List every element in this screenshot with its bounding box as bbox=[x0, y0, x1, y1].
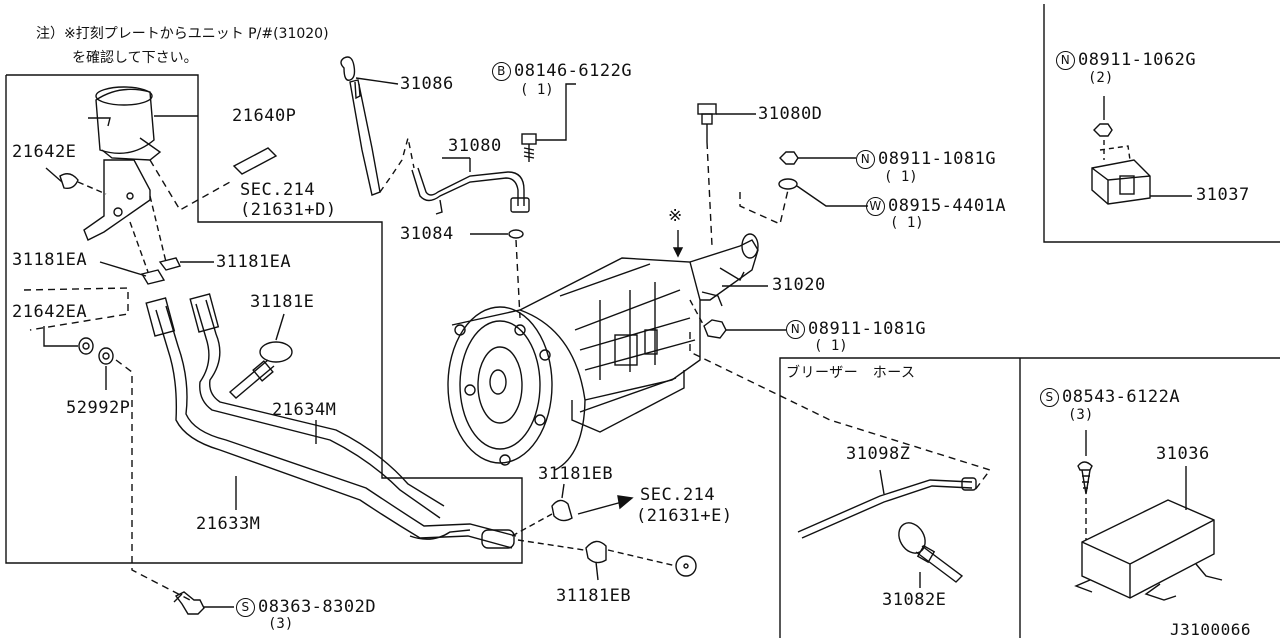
qty-08911-bottom: ( 1) bbox=[814, 338, 848, 354]
washer-08915 bbox=[778, 178, 798, 190]
label-31020: 31020 bbox=[772, 275, 826, 295]
label-21633M: 21633M bbox=[196, 514, 261, 534]
label-sec214-bottom-sub: (21631+E) bbox=[636, 506, 733, 526]
o-ring-31084 bbox=[508, 229, 524, 239]
label-31086: 31086 bbox=[400, 74, 454, 94]
label-31036: 31036 bbox=[1156, 444, 1210, 464]
label-31084: 31084 bbox=[400, 224, 454, 244]
tie-strap-31082E bbox=[898, 522, 964, 588]
bolt-31080D bbox=[697, 103, 756, 142]
label-31080D: 31080D bbox=[758, 104, 823, 124]
canister-21640P bbox=[83, 86, 198, 241]
washer-31181EB bbox=[675, 555, 697, 577]
prefix-w-icon: W bbox=[866, 197, 885, 216]
label-31098Z: 31098Z bbox=[846, 444, 911, 464]
label-21640P: 21640P bbox=[232, 106, 297, 126]
prefix-n-icon: N bbox=[786, 320, 805, 339]
note-line-1: 注）※打刻プレートからユニット P/#(31020) bbox=[36, 26, 329, 42]
clip-31181EA-right bbox=[158, 257, 182, 271]
grommet-52992P bbox=[98, 347, 114, 365]
qty-08911-top: ( 1) bbox=[884, 169, 918, 185]
main-frame-outline bbox=[5, 74, 523, 564]
label-31181E: 31181E bbox=[250, 292, 315, 312]
dipstick-31086 bbox=[340, 56, 399, 196]
filler-tube-31080 bbox=[411, 157, 530, 215]
inset-bottom-frame bbox=[779, 357, 1280, 638]
label-sec214-top-sub: (21631+D) bbox=[240, 200, 337, 220]
label-31082E: 31082E bbox=[882, 590, 947, 610]
breather-hose-title: ブリーザー ホース bbox=[786, 365, 916, 381]
clip-31181EB-top bbox=[551, 499, 573, 522]
bracket-31037 bbox=[1091, 145, 1192, 205]
label-31037: 31037 bbox=[1196, 185, 1250, 205]
nut-08911-bottom bbox=[703, 319, 727, 339]
label-21642EA: 21642EA bbox=[12, 302, 88, 322]
prefix-n-icon: N bbox=[856, 150, 875, 169]
bolt-08363 bbox=[173, 591, 234, 615]
clip-31181EB-bot bbox=[585, 540, 607, 564]
bolt-08146 bbox=[521, 83, 576, 162]
label-52992P: 52992P bbox=[66, 398, 131, 418]
qty-08543: (3) bbox=[1068, 407, 1094, 423]
hoses-21633M-21634M bbox=[145, 293, 517, 549]
qty-08911-1062G: (2) bbox=[1088, 70, 1114, 86]
tie-strap-31181E bbox=[228, 313, 293, 399]
label-31181EA-left: 31181EA bbox=[12, 250, 88, 270]
module-31036 bbox=[1074, 466, 1223, 601]
prefix-s-icon: S bbox=[236, 598, 255, 617]
label-31181EA-right: 31181EA bbox=[216, 252, 292, 272]
screw-08543 bbox=[1077, 430, 1093, 495]
inset-top-frame bbox=[1043, 4, 1280, 243]
label-21634M: 21634M bbox=[272, 400, 337, 420]
clip-31181EA-left bbox=[140, 269, 166, 285]
label-31181EB-bottom: 31181EB bbox=[556, 586, 632, 606]
prefix-n-icon: N bbox=[1056, 51, 1075, 70]
grommet-21642EA bbox=[78, 337, 94, 355]
hose-sec214-top bbox=[232, 147, 278, 175]
nut-08911-top bbox=[779, 151, 799, 165]
qty-08915: ( 1) bbox=[890, 215, 924, 231]
qty-08146: ( 1) bbox=[520, 82, 554, 98]
label-21642E: 21642E bbox=[12, 142, 77, 162]
transmission-31020 bbox=[447, 233, 768, 471]
label-31080: 31080 bbox=[448, 136, 502, 156]
note-line-2: を確認して下さい。 bbox=[72, 50, 198, 66]
label-sec214-top: SEC.214 bbox=[240, 180, 316, 200]
label-31181EB-top: 31181EB bbox=[538, 464, 614, 484]
label-mark: ※ bbox=[668, 206, 683, 226]
qty-08363: (3) bbox=[268, 616, 294, 632]
label-sec214-bottom: SEC.214 bbox=[640, 485, 716, 505]
prefix-s-icon: S bbox=[1040, 388, 1059, 407]
diagram-id: J3100066 bbox=[1170, 620, 1252, 639]
breather-hose-31098Z bbox=[797, 469, 977, 539]
clip-21642E bbox=[59, 173, 79, 190]
prefix-b-icon: B bbox=[492, 62, 511, 81]
